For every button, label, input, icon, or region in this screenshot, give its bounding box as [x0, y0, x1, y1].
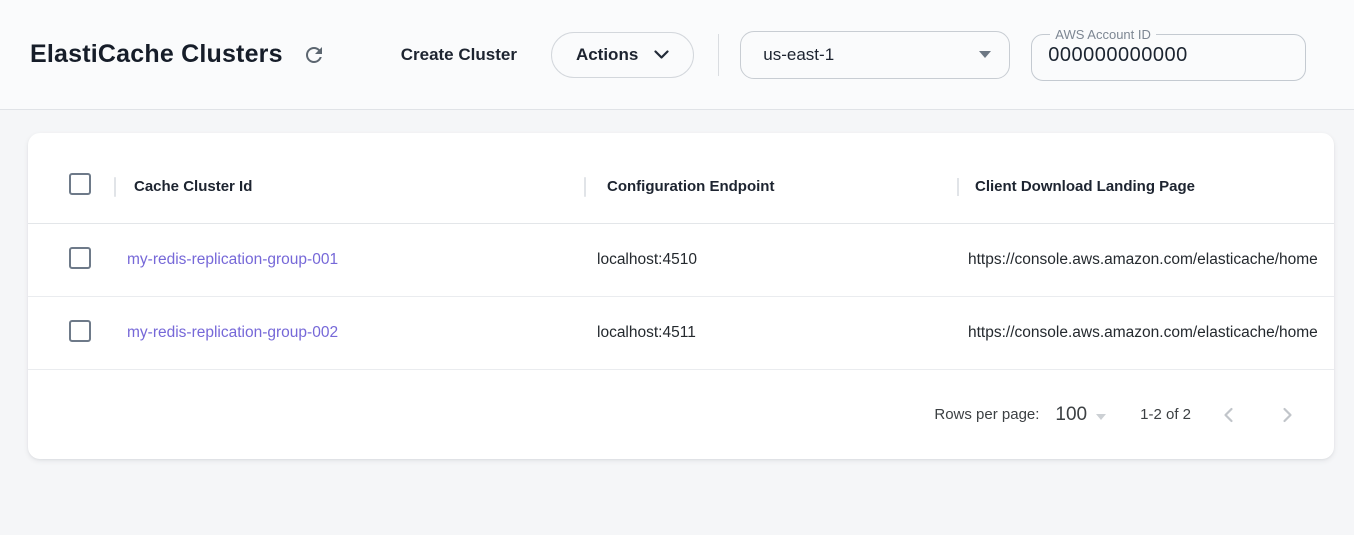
main-content: Cache Cluster Id Configuration Endpoint … — [0, 133, 1354, 459]
toolbar-divider — [718, 33, 720, 76]
chevron-left-icon — [1224, 407, 1233, 422]
chevron-down-icon — [654, 50, 669, 59]
table-row: my-redis-replication-group-001 localhost… — [28, 224, 1334, 297]
dropdown-caret-icon — [1096, 414, 1107, 420]
top-bar: ElastiCache Clusters Create Cluster Acti… — [0, 0, 1354, 110]
cache-cluster-id-link[interactable]: my-redis-replication-group-001 — [127, 251, 339, 268]
header-cache-cluster-id[interactable]: Cache Cluster Id — [114, 176, 584, 197]
rows-per-page-label: Rows per page: — [934, 406, 1040, 423]
refresh-icon — [305, 46, 322, 63]
rows-per-page-select[interactable]: 100 — [1055, 404, 1107, 425]
table-row: my-redis-replication-group-002 localhost… — [28, 297, 1334, 370]
header-checkbox-cell — [28, 173, 114, 200]
configuration-endpoint-value: localhost:4511 — [597, 324, 696, 341]
aws-account-id-field: AWS Account ID — [1031, 27, 1307, 81]
dropdown-caret-icon — [979, 51, 992, 58]
refresh-button[interactable] — [299, 40, 329, 70]
cache-cluster-id-link[interactable]: my-redis-replication-group-002 — [127, 324, 339, 341]
column-separator — [114, 176, 116, 197]
header-client-download-landing-page[interactable]: Client Download Landing Page — [957, 177, 1334, 196]
region-select[interactable]: us-east-1 — [740, 30, 1011, 79]
pagination-range: 1-2 of 2 — [1140, 406, 1191, 423]
actions-button[interactable]: Actions — [550, 31, 695, 78]
select-all-checkbox[interactable] — [69, 173, 91, 195]
client-download-landing-page-value: https://console.aws.amazon.com/elasticac… — [968, 324, 1318, 341]
row-checkbox[interactable] — [69, 319, 91, 342]
table-header-row: Cache Cluster Id Configuration Endpoint … — [28, 150, 1334, 224]
configuration-endpoint-value: localhost:4510 — [597, 251, 697, 268]
aws-account-id-label: AWS Account ID — [1055, 27, 1151, 42]
region-select-value: us-east-1 — [763, 44, 835, 64]
row-checkbox[interactable] — [69, 246, 91, 269]
create-cluster-button[interactable]: Create Cluster — [400, 44, 517, 64]
clusters-table-card: Cache Cluster Id Configuration Endpoint … — [28, 133, 1334, 459]
pagination-footer: Rows per page: 100 1-2 of 2 — [28, 370, 1334, 459]
next-page-button[interactable] — [1267, 395, 1307, 435]
column-separator — [957, 177, 959, 196]
previous-page-button[interactable] — [1209, 395, 1249, 435]
page-title: ElastiCache Clusters — [30, 40, 283, 68]
header-configuration-endpoint[interactable]: Configuration Endpoint — [584, 176, 957, 197]
column-separator — [584, 176, 586, 197]
rows-per-page-value: 100 — [1055, 404, 1088, 425]
aws-account-id-input[interactable] — [1046, 41, 1292, 80]
actions-button-label: Actions — [575, 44, 639, 64]
chevron-right-icon — [1283, 407, 1292, 422]
client-download-landing-page-value: https://console.aws.amazon.com/elasticac… — [968, 251, 1318, 268]
